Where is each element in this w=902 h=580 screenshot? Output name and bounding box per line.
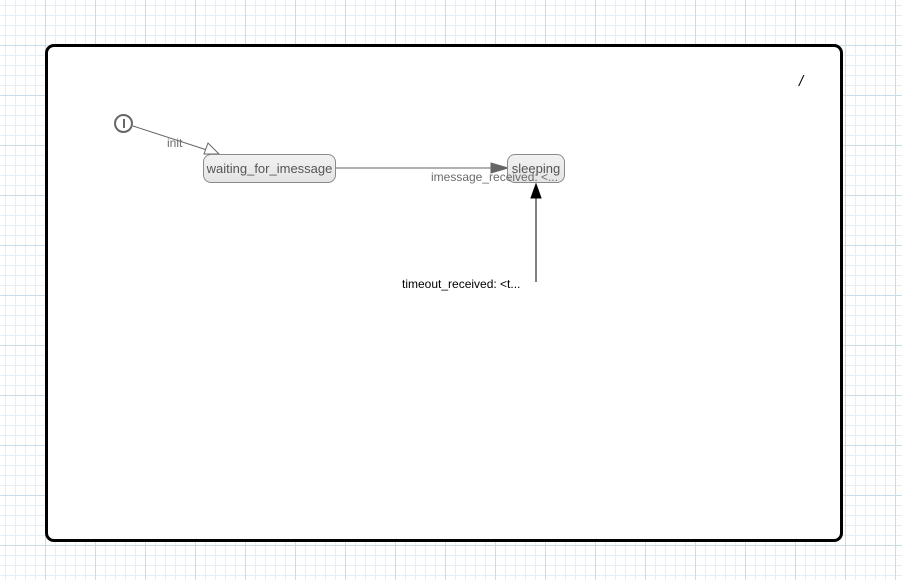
transition-timeout-label[interactable]: timeout_received: <t... <box>402 277 521 291</box>
transition-imessage-label[interactable]: imessage_received: <... <box>431 170 559 184</box>
state-sleeping[interactable]: sleeping <box>507 154 565 183</box>
region-name-label: / <box>799 73 804 90</box>
transition-init-label[interactable]: init <box>167 136 183 150</box>
state-waiting-for-imessage[interactable]: waiting_for_imessage <box>203 154 336 183</box>
statechart-region[interactable] <box>45 44 843 542</box>
initial-state-icon[interactable] <box>114 114 133 133</box>
